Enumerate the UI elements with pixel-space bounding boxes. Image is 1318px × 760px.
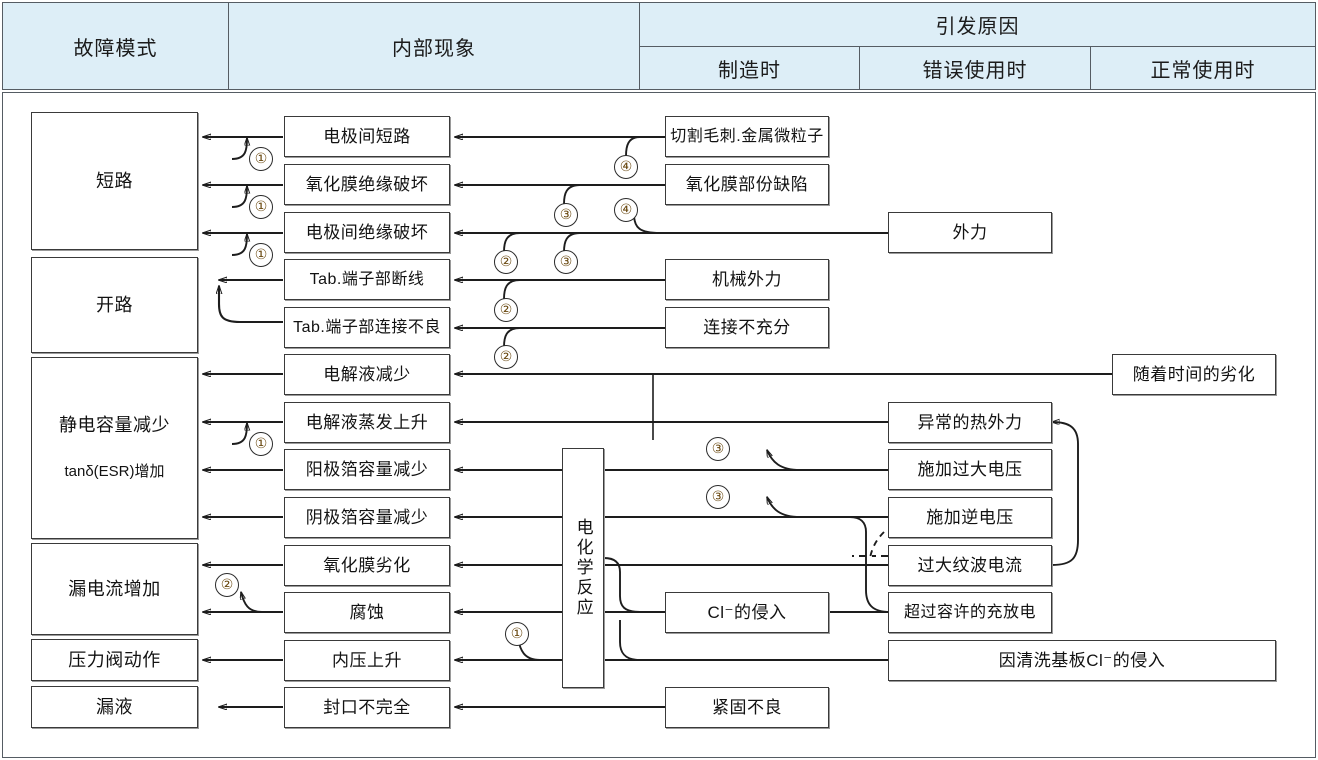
failure-mode-box-4[interactable]: 压力阀动作 — [31, 639, 198, 681]
failure-mode-box-0[interactable]: 短路 — [31, 112, 198, 250]
failure-mode-box-1[interactable]: 开路 — [31, 257, 198, 353]
cause-manufacture-2[interactable]: 机械外力 — [665, 259, 829, 300]
failure-mode-box-5[interactable]: 漏液 — [31, 686, 198, 728]
failure-mode-label-3: 漏电流增加 — [68, 578, 161, 599]
step-marker-1b: ① — [249, 195, 273, 219]
internal-box-10[interactable]: 腐蚀 — [284, 592, 450, 633]
reaction-box[interactable]: 电化学反应 — [562, 448, 604, 688]
failure-mode-box-2[interactable]: 静电容量减少 tanδ(ESR)增加 — [31, 357, 198, 539]
failure-mode-label-2: 静电容量减少 — [59, 415, 170, 436]
internal-box-4[interactable]: Tab.端子部连接不良 — [284, 307, 450, 348]
cause-misuse-0[interactable]: 外力 — [888, 212, 1052, 253]
cause-manufacture-3[interactable]: 连接不充分 — [665, 307, 829, 348]
header-misuse: 错误使用时 — [859, 46, 1091, 90]
cause-misuse-4[interactable]: 过大纹波电流 — [888, 545, 1052, 586]
internal-box-7[interactable]: 阳极箔容量减少 — [284, 449, 450, 490]
step-marker-4a: ④ — [614, 155, 638, 179]
step-marker-3b: ③ — [554, 250, 578, 274]
failure-mode-label-1: 开路 — [96, 294, 133, 315]
internal-box-11[interactable]: 内压上升 — [284, 640, 450, 681]
cause-misuse-6[interactable]: 因清洗基板Cl⁻的侵入 — [888, 640, 1276, 681]
step-marker-1c: ① — [249, 243, 273, 267]
internal-box-5[interactable]: 电解液减少 — [284, 354, 450, 395]
internal-box-0[interactable]: 电极间短路 — [284, 116, 450, 157]
step-marker-4b: ④ — [614, 198, 638, 222]
cause-manufacture-0[interactable]: 切割毛刺.金属微粒子 — [665, 116, 829, 157]
cause-misuse-1[interactable]: 异常的热外力 — [888, 402, 1052, 443]
failure-mode-label-0: 短路 — [96, 170, 133, 191]
failure-mode-box-3[interactable]: 漏电流增加 — [31, 543, 198, 635]
cause-manufacture-4[interactable]: Cl⁻的侵入 — [665, 592, 829, 633]
table-header: 故障模式 内部现象 引发原因 制造时 错误使用时 正常使用时 — [2, 2, 1316, 90]
failure-mode-label-2b: tanδ(ESR)增加 — [64, 462, 165, 480]
internal-box-3[interactable]: Tab.端子部断线 — [284, 259, 450, 300]
failure-mode-label-5: 漏液 — [96, 696, 133, 717]
header-failure-mode: 故障模式 — [2, 2, 229, 90]
cause-normal-0[interactable]: 随着时间的劣化 — [1112, 354, 1276, 395]
cause-misuse-2[interactable]: 施加过大电压 — [888, 449, 1052, 490]
internal-box-2[interactable]: 电极间绝缘破坏 — [284, 212, 450, 253]
step-marker-1e: ① — [505, 622, 529, 646]
step-marker-3d: ③ — [706, 485, 730, 509]
cause-manufacture-5[interactable]: 紧固不良 — [665, 687, 829, 728]
step-marker-2c: ② — [494, 345, 518, 369]
step-marker-3c: ③ — [706, 437, 730, 461]
step-marker-1a: ① — [249, 147, 273, 171]
header-internal-phenomena: 内部现象 — [228, 2, 640, 90]
step-marker-2b: ② — [494, 298, 518, 322]
internal-box-6[interactable]: 电解液蒸发上升 — [284, 402, 450, 443]
cause-manufacture-1[interactable]: 氧化膜部份缺陷 — [665, 164, 829, 205]
internal-box-8[interactable]: 阴极箔容量减少 — [284, 497, 450, 538]
step-marker-1d: ① — [249, 432, 273, 456]
internal-box-1[interactable]: 氧化膜绝缘破坏 — [284, 164, 450, 205]
header-cause-group: 引发原因 — [639, 2, 1316, 47]
step-marker-2a: ② — [494, 250, 518, 274]
failure-mode-label-4: 压力阀动作 — [68, 649, 161, 670]
cause-misuse-3[interactable]: 施加逆电压 — [888, 497, 1052, 538]
step-marker-2d: ② — [215, 573, 239, 597]
header-manufacture: 制造时 — [639, 46, 860, 90]
cause-misuse-5[interactable]: 超过容许的充放电 — [888, 592, 1052, 633]
header-normal-use: 正常使用时 — [1090, 46, 1316, 90]
internal-box-9[interactable]: 氧化膜劣化 — [284, 545, 450, 586]
internal-box-12[interactable]: 封口不完全 — [284, 687, 450, 728]
step-marker-3a: ③ — [554, 203, 578, 227]
